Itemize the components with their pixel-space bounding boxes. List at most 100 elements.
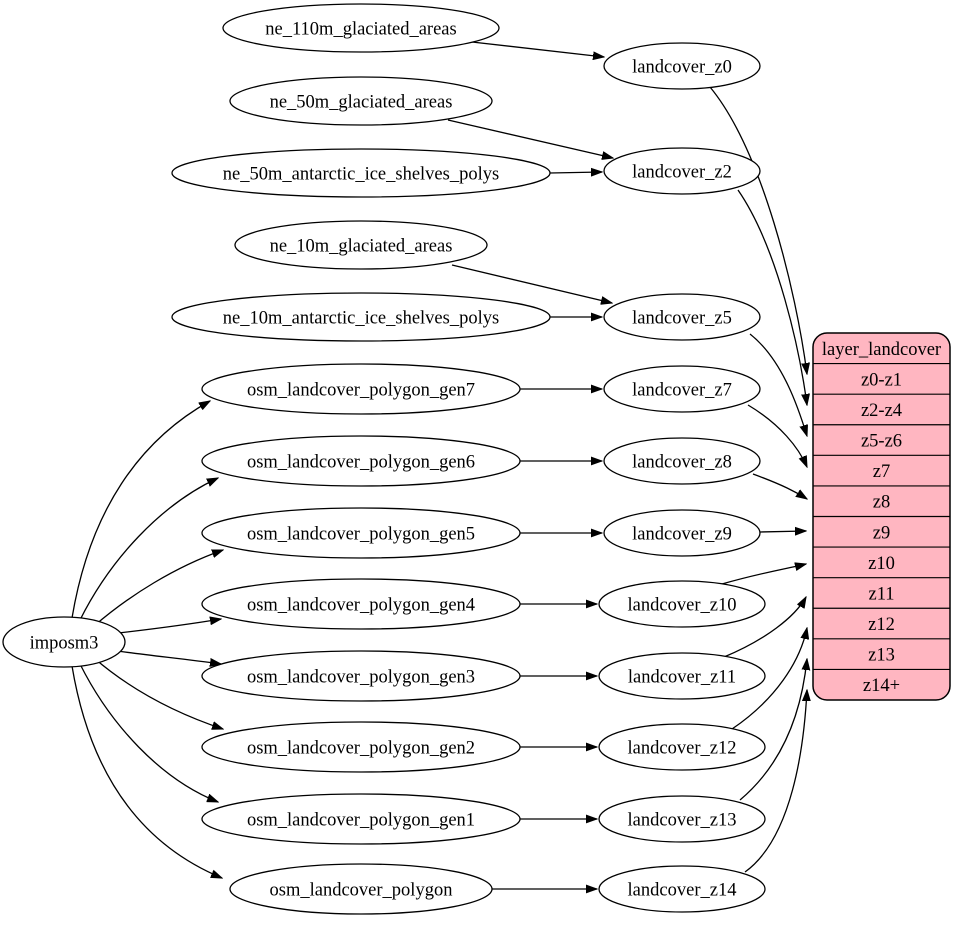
node-ellipse-landcover_z11 — [598, 652, 766, 700]
node-osm_landcover_polygon_gen3: osm_landcover_polygon_gen3 — [201, 650, 521, 702]
node-landcover_z0: landcover_z0 — [603, 42, 761, 90]
node-ellipse-osm_landcover_polygon_gen3 — [201, 650, 521, 702]
edge-landcover_z11--layer_landcover:z11 — [723, 597, 806, 658]
node-osm_landcover_polygon_gen4: osm_landcover_polygon_gen4 — [201, 578, 521, 630]
node-ellipse-landcover_z0 — [603, 42, 761, 90]
node-label-landcover_z5: landcover_z5 — [632, 309, 732, 329]
node-landcover_z13: landcover_z13 — [598, 795, 766, 843]
edge-landcover_z12--layer_landcover:z12 — [731, 628, 807, 730]
node-landcover_z2: landcover_z2 — [603, 147, 761, 195]
node-label-osm_landcover_polygon_gen7: osm_landcover_polygon_gen7 — [247, 381, 475, 401]
edge-landcover_z9--layer_landcover:z9 — [759, 531, 806, 532]
edges-layer — [71, 41, 808, 889]
table-row-label-z12: z12 — [868, 615, 895, 635]
edge-landcover_z13--layer_landcover:z13 — [739, 659, 807, 801]
table-row-label-z10: z10 — [868, 554, 895, 574]
node-ellipse-osm_landcover_polygon_gen6 — [201, 435, 521, 487]
node-label-ne_10m_glaciated_areas: ne_10m_glaciated_areas — [270, 237, 453, 257]
table-row-label-z11: z11 — [868, 584, 894, 604]
node-label-osm_landcover_polygon_gen6: osm_landcover_polygon_gen6 — [247, 453, 475, 473]
node-label-imposm3: imposm3 — [30, 634, 99, 654]
node-label-osm_landcover_polygon_gen3: osm_landcover_polygon_gen3 — [247, 668, 475, 688]
edge-landcover_z2--layer_landcover:z2-z4 — [737, 189, 807, 405]
node-ellipse-landcover_z9 — [603, 509, 761, 557]
node-osm_landcover_polygon_gen7: osm_landcover_polygon_gen7 — [201, 363, 521, 415]
table-row-label-z5-z6: z5-z6 — [861, 432, 902, 452]
node-ellipse-landcover_z2 — [603, 147, 761, 195]
node-label-ne_10m_antarctic_ice_shelves_polys: ne_10m_antarctic_ice_shelves_polys — [223, 309, 499, 329]
node-ellipse-osm_landcover_polygon_gen2 — [201, 721, 521, 773]
node-osm_landcover_polygon_gen5: osm_landcover_polygon_gen5 — [201, 507, 521, 559]
table-row-label-z8: z8 — [873, 493, 890, 513]
table-row-label-z9: z9 — [873, 523, 890, 543]
table-row-label-z13: z13 — [868, 646, 895, 666]
node-label-ne_110m_glaciated_areas: ne_110m_glaciated_areas — [265, 20, 456, 40]
node-label-landcover_z7: landcover_z7 — [632, 381, 732, 401]
node-ellipse-ne_50m_glaciated_areas — [229, 76, 493, 126]
node-ellipse-landcover_z7 — [603, 365, 761, 413]
node-ellipse-landcover_z14 — [598, 865, 766, 913]
node-ellipse-imposm3 — [2, 616, 126, 668]
table-node-layer_landcover: layer_landcoverz0-z1z2-z4z5-z6z7z8z9z10z… — [812, 332, 951, 701]
edge-ne_50m_glaciated_areas--landcover_z2 — [447, 119, 613, 158]
edge-landcover_z14--layer_landcover:z14+ — [744, 690, 807, 873]
node-ellipse-landcover_z8 — [603, 437, 761, 485]
node-landcover_z8: landcover_z8 — [603, 437, 761, 485]
node-ne_110m_glaciated_areas: ne_110m_glaciated_areas — [222, 3, 500, 53]
edge-imposm3--osm_landcover_polygon_gen2 — [93, 657, 223, 729]
node-ellipse-ne_110m_glaciated_areas — [222, 3, 500, 53]
edge-landcover_z0--layer_landcover:z0-z1 — [709, 86, 807, 374]
node-osm_landcover_polygon_gen1: osm_landcover_polygon_gen1 — [201, 793, 521, 845]
node-label-osm_landcover_polygon: osm_landcover_polygon — [270, 881, 453, 901]
node-label-landcover_z14: landcover_z14 — [628, 881, 737, 901]
table-row-label-z0-z1: z0-z1 — [861, 370, 902, 390]
node-label-landcover_z13: landcover_z13 — [628, 811, 737, 831]
table-row-label-z2-z4: z2-z4 — [861, 401, 902, 421]
table-row-label-z14+: z14+ — [863, 676, 900, 696]
node-ellipse-osm_landcover_polygon_gen5 — [201, 507, 521, 559]
node-label-osm_landcover_polygon_gen5: osm_landcover_polygon_gen5 — [247, 525, 475, 545]
edge-imposm3--osm_landcover_polygon_gen6 — [79, 478, 218, 621]
node-ellipse-landcover_z5 — [603, 293, 761, 341]
node-osm_landcover_polygon_gen6: osm_landcover_polygon_gen6 — [201, 435, 521, 487]
edge-ne_110m_glaciated_areas--landcover_z0 — [471, 41, 604, 57]
node-ellipse-osm_landcover_polygon — [229, 863, 493, 915]
node-ellipse-ne_50m_antarctic_ice_shelves_polys — [171, 148, 551, 198]
edge-imposm3--osm_landcover_polygon_gen4 — [109, 619, 221, 635]
nodes-layer: imposm3 ne_110m_glaciated_areas ne_50m_gla… — [2, 3, 766, 915]
node-label-landcover_z10: landcover_z10 — [628, 596, 737, 616]
node-ne_10m_antarctic_ice_shelves_polys: ne_10m_antarctic_ice_shelves_polys — [171, 292, 551, 342]
edge-landcover_z5--layer_landcover:z5-z6 — [749, 333, 807, 436]
node-ellipse-osm_landcover_polygon_gen1 — [201, 793, 521, 845]
node-ne_50m_glaciated_areas: ne_50m_glaciated_areas — [229, 76, 493, 126]
edge-landcover_z7--layer_landcover:z7 — [747, 404, 808, 467]
node-imposm3: imposm3 — [2, 616, 126, 668]
node-label-landcover_z8: landcover_z8 — [632, 453, 732, 473]
node-ellipse-osm_landcover_polygon_gen4 — [201, 578, 521, 630]
node-landcover_z12: landcover_z12 — [598, 723, 766, 771]
node-landcover_z11: landcover_z11 — [598, 652, 766, 700]
node-ellipse-ne_10m_antarctic_ice_shelves_polys — [171, 292, 551, 342]
node-ellipse-landcover_z13 — [598, 795, 766, 843]
node-ne_50m_antarctic_ice_shelves_polys: ne_50m_antarctic_ice_shelves_polys — [171, 148, 551, 198]
edge-imposm3--osm_landcover_polygon_gen7 — [71, 401, 210, 619]
node-ne_10m_glaciated_areas: ne_10m_glaciated_areas — [234, 220, 488, 270]
node-label-landcover_z11: landcover_z11 — [628, 668, 736, 688]
node-label-landcover_z0: landcover_z0 — [632, 58, 732, 78]
table-title: layer_landcover — [822, 340, 941, 360]
node-osm_landcover_polygon_gen2: osm_landcover_polygon_gen2 — [201, 721, 521, 773]
node-label-ne_50m_glaciated_areas: ne_50m_glaciated_areas — [270, 93, 453, 113]
node-ellipse-osm_landcover_polygon_gen7 — [201, 363, 521, 415]
edge-imposm3--osm_landcover_polygon_gen1 — [79, 663, 218, 803]
node-ellipse-ne_10m_glaciated_areas — [234, 220, 488, 270]
node-label-landcover_z2: landcover_z2 — [632, 163, 732, 183]
node-label-ne_50m_antarctic_ice_shelves_polys: ne_50m_antarctic_ice_shelves_polys — [223, 165, 499, 185]
edge-imposm3--osm_landcover_polygon — [71, 665, 222, 879]
edge-imposm3--osm_landcover_polygon_gen3 — [109, 649, 221, 664]
node-osm_landcover_polygon: osm_landcover_polygon — [229, 863, 493, 915]
node-landcover_z10: landcover_z10 — [598, 580, 766, 628]
edge-imposm3--osm_landcover_polygon_gen5 — [93, 549, 223, 627]
node-label-osm_landcover_polygon_gen2: osm_landcover_polygon_gen2 — [247, 739, 475, 759]
